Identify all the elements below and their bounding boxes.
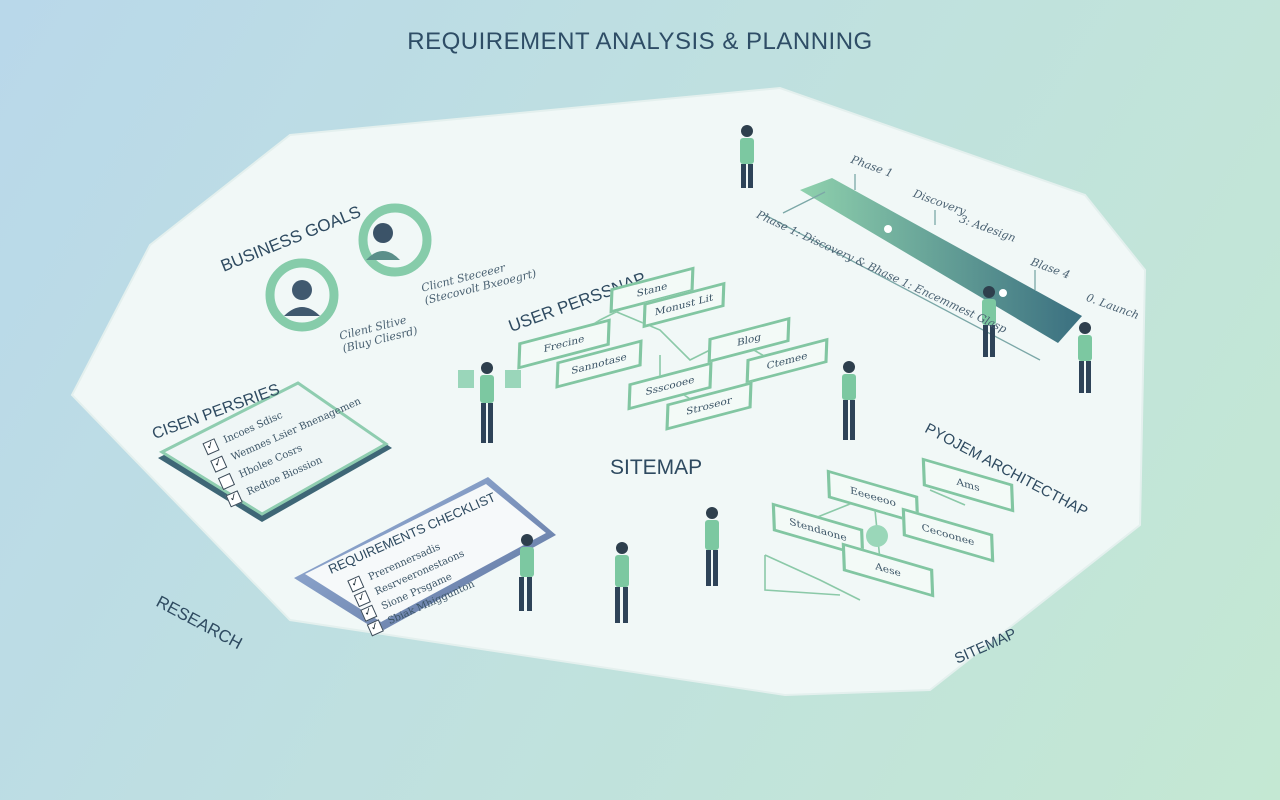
- person-3: [1078, 322, 1092, 393]
- person-5: [842, 361, 856, 440]
- person-7: [615, 542, 629, 623]
- timeline-marker: [999, 289, 1007, 297]
- sitemap-center-label: SITEMAP: [610, 456, 703, 479]
- timeline-marker: [884, 225, 892, 233]
- person-1: [740, 125, 754, 188]
- page-title: REQUIREMENT ANALYSIS & PLANNING: [407, 28, 873, 55]
- persona-avatar-1: [265, 258, 339, 332]
- person-6: [519, 534, 534, 611]
- person-8: [705, 507, 719, 586]
- planning-platform: [70, 86, 1147, 697]
- timeline-bar: [800, 178, 1082, 343]
- architecture-node: [866, 525, 888, 547]
- person-2: [982, 286, 996, 357]
- persona-avatar-2: [358, 203, 432, 277]
- person-4: [458, 362, 521, 443]
- people-group: [458, 125, 1092, 623]
